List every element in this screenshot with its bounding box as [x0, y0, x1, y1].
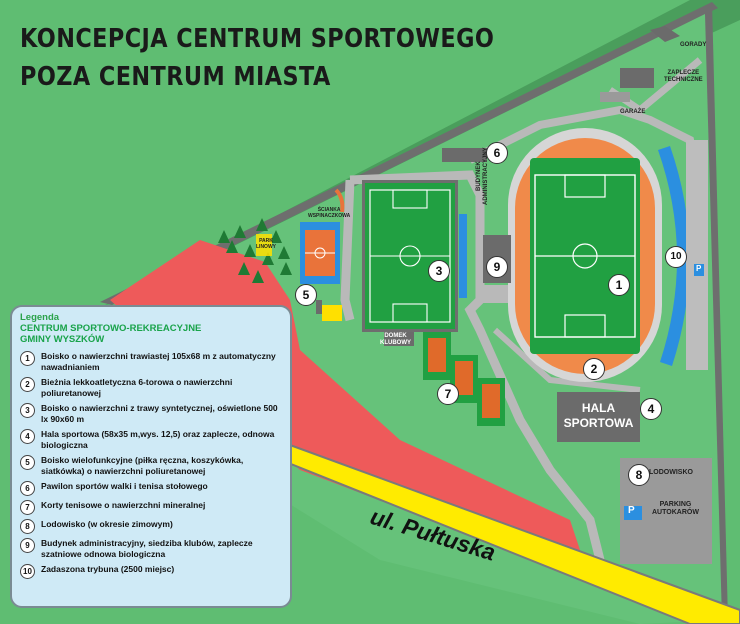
legend-item: 6 Pawilon sportów walki i tenisa stołoweg…	[20, 481, 284, 496]
internal-road-west	[340, 179, 355, 322]
marker-5[interactable]: 5	[295, 284, 317, 306]
marker-3[interactable]: 3	[428, 260, 450, 282]
label-sports-hall: HALA SPORTOWA	[563, 401, 634, 430]
legend-item-number: 1	[20, 351, 35, 366]
legend-item-text: Korty tenisowe o nawierzchni mineralnej	[41, 500, 206, 510]
garages-building	[600, 92, 630, 102]
road-patch	[480, 285, 514, 303]
marker-4[interactable]: 4	[640, 398, 662, 420]
legend-item-number: 9	[20, 538, 35, 553]
legend-item-number: 7	[20, 500, 35, 515]
legend-item-text: Pawilon sportów walki i tenisa stołowego	[41, 481, 208, 491]
legend-item: 9 Budynek administracyjny, siedziba klubó…	[20, 538, 284, 560]
title-line-1: KONCEPCJA CENTRUM SPORTOWEGO	[20, 24, 495, 54]
parking-sign-label: P	[628, 505, 635, 516]
label-climbing-wall: ŚCIANKA WSPINACZKOWA	[308, 207, 351, 219]
legend-item-number: 2	[20, 377, 35, 392]
legend-item-number: 4	[20, 429, 35, 444]
legend-item-number: 3	[20, 403, 35, 418]
label-garages: GARAŻE	[620, 109, 646, 115]
internal-road	[349, 170, 605, 562]
legend-item-text: Boisko o nawierzchni z trawy syntetyczne…	[41, 403, 278, 424]
legend-item-text: Bieżnia lekkoatletyczna 6-torowa o nawie…	[41, 377, 233, 398]
marker-7[interactable]: 7	[437, 383, 459, 405]
covered-stand	[658, 146, 690, 366]
legend-item-text: Lodowisko (w okresie zimowym)	[41, 519, 173, 529]
parking-sign-east	[694, 264, 704, 276]
club-house	[384, 332, 414, 346]
legend-item: 5 Boisko wielofunkcyjne (piłka ręczna, ko…	[20, 455, 284, 477]
marker-6[interactable]: 6	[486, 142, 508, 164]
legend-items: 1 Boisko o nawierzchni trawiastej 105x68 …	[20, 351, 284, 579]
legend-item: 2 Bieżnia lekkoatletyczna 6-torowa o nawi…	[20, 377, 284, 399]
legend-item: 4 Hala sportowa (58x35 m,wys. 12,5) oraz …	[20, 429, 284, 451]
sports-hall	[557, 392, 640, 442]
title-line-2: POZA CENTRUM MIASTA	[20, 62, 331, 92]
gorady-building	[650, 26, 680, 42]
legend-item: 7 Korty tenisowe o nawierzchni mineralnej	[20, 500, 284, 515]
legend-item-number: 6	[20, 481, 35, 496]
legend-item: 3 Boisko o nawierzchni z trawy syntetyczn…	[20, 403, 284, 425]
climbing-wall-base	[322, 305, 342, 321]
legend-item-text: Boisko wielofunkcyjne (piłka ręczna, kos…	[41, 455, 244, 476]
legend-heading: Legenda	[20, 312, 60, 323]
parking-sign-east-label: P	[696, 264, 702, 273]
legend-item-number: 8	[20, 519, 35, 534]
marker-10[interactable]: 10	[665, 246, 687, 268]
label-gorady: GORADY	[680, 42, 707, 48]
legend-item-text: Budynek administracyjny, siedziba klubów…	[41, 538, 253, 559]
trees	[218, 218, 292, 283]
marker-2[interactable]: 2	[583, 358, 605, 380]
label-club-house: DOMEK KLUBOWY	[380, 333, 411, 346]
marker-8[interactable]: 8	[628, 464, 650, 486]
marker-1[interactable]: 1	[608, 274, 630, 296]
label-ice-rink: LODOWISKO	[649, 469, 693, 476]
label-technical: ZAPLECZE TECHNICZNE	[664, 70, 703, 83]
legend-item-number: 5	[20, 455, 35, 470]
legend-subheading: CENTRUM SPORTOWO-REKREACYJNE GMINY WYSZK…	[20, 323, 202, 345]
legend-item-text: Zadaszona trybuna (2500 miejsc)	[41, 564, 175, 574]
legend-item: 10 Zadaszona trybuna (2500 miejsc)	[20, 564, 284, 579]
marker-9[interactable]: 9	[486, 256, 508, 278]
legend-panel: Legenda CENTRUM SPORTOWO-REKREACYJNE GMI…	[10, 305, 292, 608]
boundary-road	[100, 2, 718, 305]
pavilion-building	[442, 148, 487, 162]
legend-item: 8 Lodowisko (w okresie zimowym)	[20, 519, 284, 534]
parking-sign	[624, 506, 642, 520]
rope-park	[256, 234, 272, 256]
legend-item-text: Hala sportowa (58x35 m,wys. 12,5) oraz z…	[41, 429, 275, 450]
label-rope-park: PARK LINOWY	[256, 238, 276, 250]
parking-strip	[686, 140, 708, 370]
legend-item: 1 Boisko o nawierzchni trawiastej 105x68 …	[20, 351, 284, 373]
legend-item-text: Boisko o nawierzchni trawiastej 105x68 m…	[41, 351, 276, 372]
label-bus-parking: PARKING AUTOKARÓW	[652, 501, 699, 516]
technical-building	[620, 68, 654, 88]
pitch3-stand	[459, 214, 467, 298]
legend-item-number: 10	[20, 564, 35, 579]
climbing-wall	[334, 188, 345, 213]
road-to-hall	[492, 327, 641, 393]
